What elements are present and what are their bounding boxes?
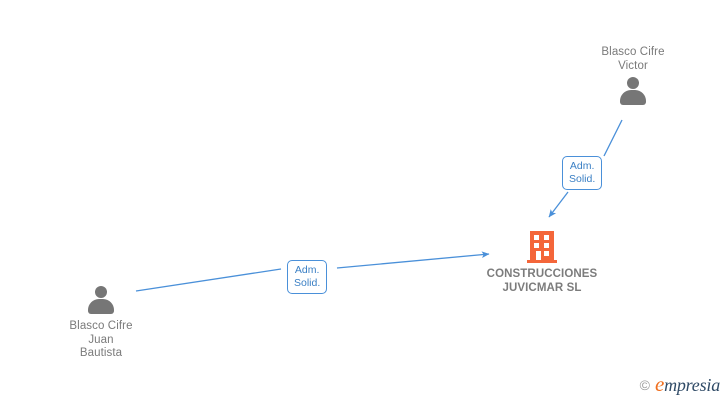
building-icon[interactable] xyxy=(527,231,557,263)
person-icon-head xyxy=(95,286,107,298)
empresia-logo: empresia xyxy=(654,372,720,396)
edge-label-victor-adm-solid[interactable]: Adm. Solid. xyxy=(562,156,603,190)
person-icon[interactable] xyxy=(86,286,116,315)
empresia-logo-initial: e xyxy=(654,372,665,396)
building-base xyxy=(527,260,557,263)
building-window xyxy=(534,235,539,240)
building-window xyxy=(534,243,539,248)
person-icon[interactable] xyxy=(618,77,648,106)
edge-victor-to-company-segment-b xyxy=(548,191,569,218)
copyright-icon: © xyxy=(639,376,650,393)
building-door xyxy=(536,251,541,260)
edge-label-juan-adm-solid[interactable]: Adm. Solid. xyxy=(287,260,328,294)
building-window xyxy=(544,243,549,248)
node-company-juvicmar[interactable]: CONSTRUCCIONES JUVICMAR SL xyxy=(457,231,627,295)
node-person-juan-bautista[interactable]: Blasco Cifre Juan Bautista xyxy=(16,286,186,361)
edge-juan-to-company-segment-a xyxy=(135,268,282,292)
person-icon-body xyxy=(88,299,114,314)
person-icon-body xyxy=(620,90,646,105)
edge-victor-to-company-segment-a xyxy=(603,119,623,157)
node-company-juvicmar-label: CONSTRUCCIONES JUVICMAR SL xyxy=(486,268,598,294)
node-person-juan-bautista-label: Blasco Cifre Juan Bautista xyxy=(69,320,133,359)
edge-juan-to-company-segment-b xyxy=(336,251,490,269)
person-icon-head xyxy=(627,77,639,89)
node-person-victor[interactable]: Blasco Cifre Victor xyxy=(548,46,718,106)
empresia-logo-rest: mpresia xyxy=(664,375,720,395)
building-window xyxy=(544,235,549,240)
node-person-victor-label: Blasco Cifre Victor xyxy=(601,46,665,72)
building-window xyxy=(544,251,549,256)
empresia-watermark: © empresia xyxy=(639,372,721,396)
